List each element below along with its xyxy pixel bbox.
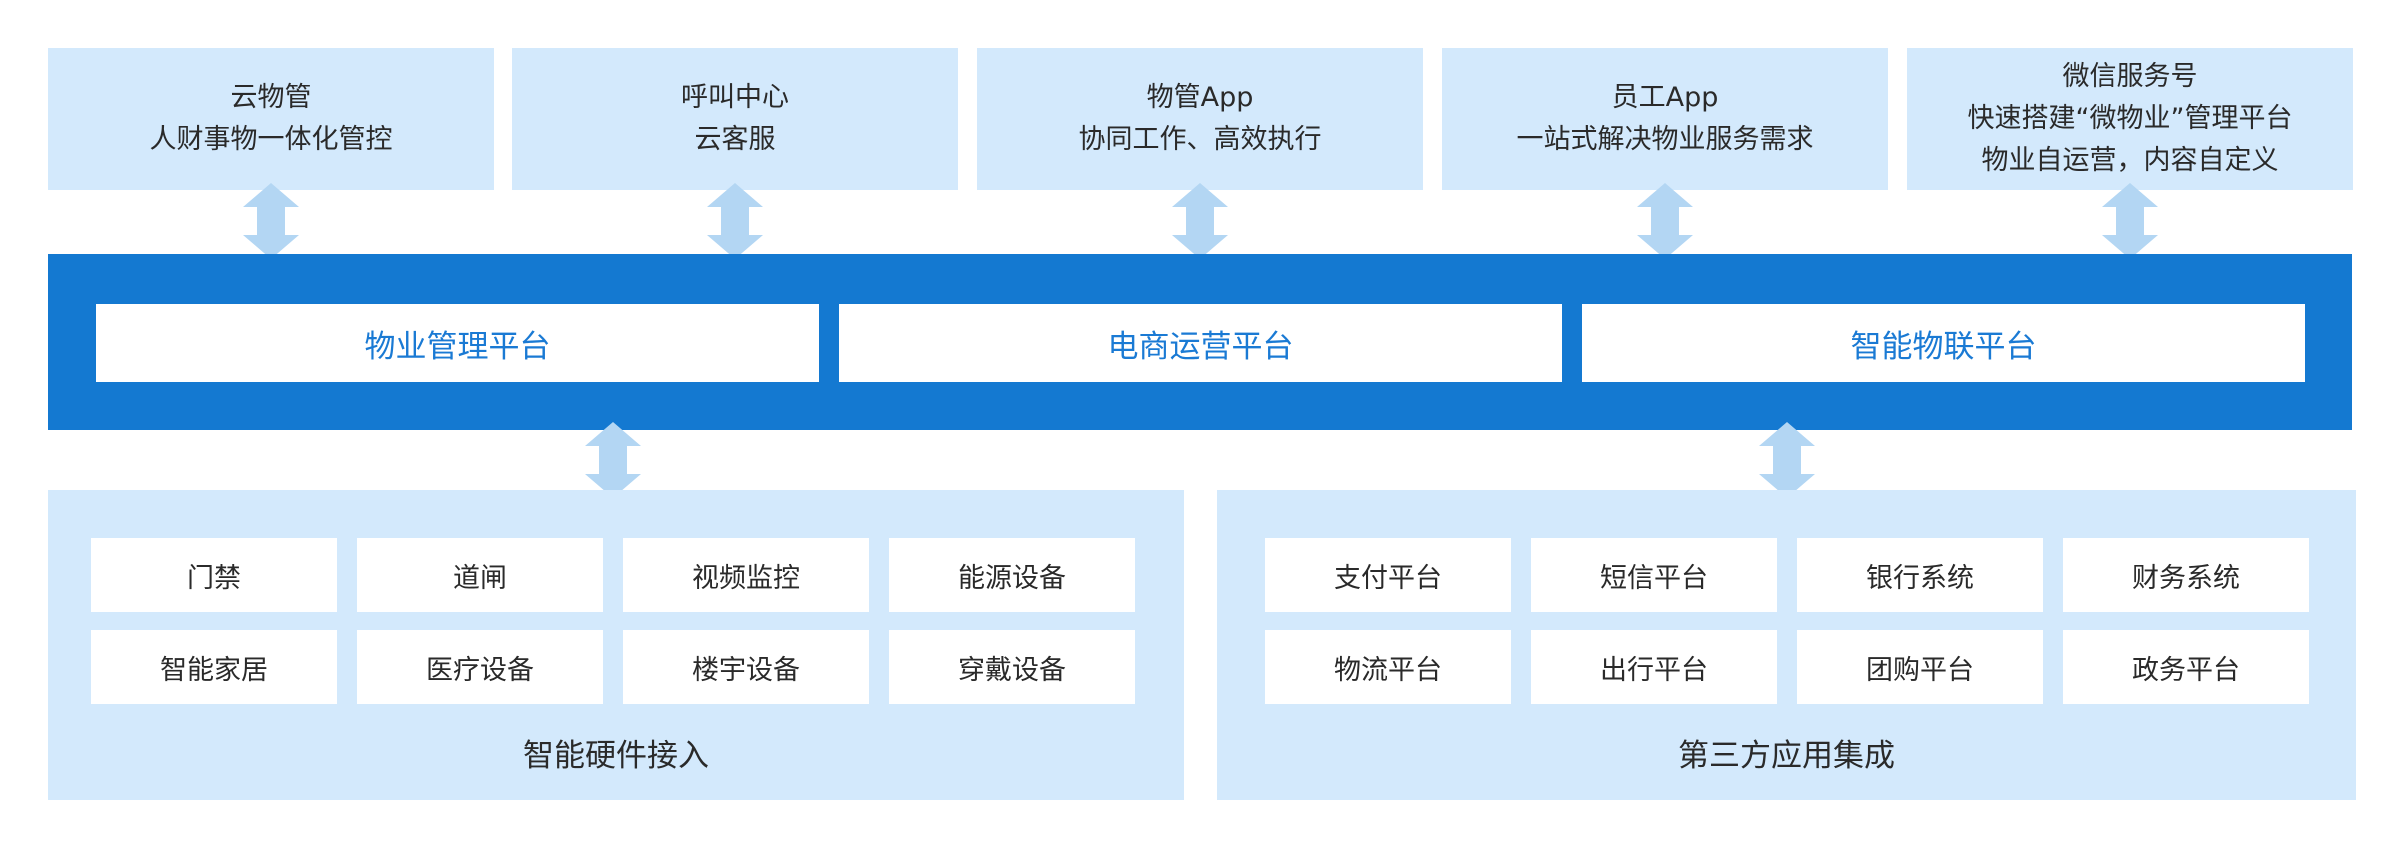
- third-party-item: 短信平台: [1531, 538, 1777, 612]
- hardware-item: 楼宇设备: [623, 630, 869, 704]
- third-party-item: 支付平台: [1265, 538, 1511, 612]
- hardware-item-label: 能源设备: [958, 562, 1066, 594]
- third-party-item: 财务系统: [2063, 538, 2309, 612]
- platform-smart-iot: 智能物联平台: [1582, 304, 2305, 382]
- top-box-title: 呼叫中心: [681, 82, 789, 113]
- hardware-item-label: 道闸: [453, 562, 507, 594]
- double-arrow-icon: [2102, 183, 2158, 259]
- third-party-item: 物流平台: [1265, 630, 1511, 704]
- top-box-title: 物管App: [1146, 82, 1254, 113]
- top-box-title: 员工App: [1611, 82, 1719, 113]
- top-box-subtitle-2: 物业自运营，内容自定义: [1981, 145, 2279, 176]
- hardware-item: 道闸: [357, 538, 603, 612]
- hardware-item-label: 智能家居: [160, 654, 268, 686]
- top-box-title: 微信服务号: [2062, 61, 2198, 92]
- top-box-staff-app: 员工App 一站式解决物业服务需求: [1442, 48, 1888, 190]
- double-arrow-icon: [1637, 183, 1693, 259]
- top-box-subtitle: 云客服: [694, 124, 776, 155]
- platform-band: 物业管理平台 电商运营平台 智能物联平台: [48, 254, 2352, 430]
- hardware-item-label: 门禁: [187, 562, 241, 594]
- double-arrow-icon: [707, 183, 763, 259]
- third-party-item-label: 物流平台: [1334, 654, 1442, 686]
- hardware-item: 医疗设备: [357, 630, 603, 704]
- hardware-item-label: 穿戴设备: [958, 654, 1066, 686]
- platform-label: 电商运营平台: [1107, 328, 1294, 365]
- third-party-item-label: 银行系统: [1866, 562, 1974, 594]
- top-box-subtitle: 协同工作、高效执行: [1078, 124, 1322, 155]
- platform-ecommerce-operations: 电商运营平台: [839, 304, 1562, 382]
- top-box-subtitle: 人财事物一体化管控: [149, 124, 393, 155]
- platform-label: 智能物联平台: [1850, 328, 2037, 365]
- hardware-item-label: 医疗设备: [426, 654, 534, 686]
- third-party-item-label: 团购平台: [1866, 654, 1974, 686]
- hardware-item: 视频监控: [623, 538, 869, 612]
- third-party-item-label: 短信平台: [1600, 562, 1708, 594]
- double-arrow-icon: [1759, 422, 1815, 498]
- third-party-item-label: 出行平台: [1600, 654, 1708, 686]
- hardware-panel-title: 智能硬件接入: [523, 738, 709, 774]
- third-party-item: 团购平台: [1797, 630, 2043, 704]
- third-party-integration-panel: 支付平台 短信平台 银行系统 财务系统 物流平台 出行平台 团购平台 政务平台 …: [1217, 490, 2356, 800]
- hardware-item: 穿戴设备: [889, 630, 1135, 704]
- top-box-subtitle: 快速搭建“微物业”管理平台: [1967, 103, 2293, 134]
- hardware-item-label: 视频监控: [692, 562, 800, 594]
- platform-property-management: 物业管理平台: [96, 304, 819, 382]
- top-box-subtitle: 一站式解决物业服务需求: [1516, 124, 1814, 155]
- hardware-item-label: 楼宇设备: [692, 654, 800, 686]
- third-party-panel-title: 第三方应用集成: [1678, 738, 1895, 774]
- top-box-title: 云物管: [230, 82, 312, 113]
- hardware-access-panel: 门禁 道闸 视频监控 能源设备 智能家居 医疗设备 楼宇设备 穿戴设备 智能硬件…: [48, 490, 1184, 800]
- third-party-item-label: 支付平台: [1334, 562, 1442, 594]
- third-party-item-label: 财务系统: [2132, 562, 2240, 594]
- third-party-item: 政务平台: [2063, 630, 2309, 704]
- top-box-property-app: 物管App 协同工作、高效执行: [977, 48, 1423, 190]
- hardware-item: 门禁: [91, 538, 337, 612]
- third-party-item: 出行平台: [1531, 630, 1777, 704]
- top-box-wechat-service: 微信服务号 快速搭建“微物业”管理平台 物业自运营，内容自定义: [1907, 48, 2353, 190]
- double-arrow-icon: [243, 183, 299, 259]
- top-box-cloud-property: 云物管 人财事物一体化管控: [48, 48, 494, 190]
- double-arrow-icon: [1172, 183, 1228, 259]
- third-party-item: 银行系统: [1797, 538, 2043, 612]
- double-arrow-icon: [585, 422, 641, 498]
- platform-label: 物业管理平台: [364, 328, 551, 365]
- top-box-call-center: 呼叫中心 云客服: [512, 48, 958, 190]
- hardware-item: 智能家居: [91, 630, 337, 704]
- hardware-item: 能源设备: [889, 538, 1135, 612]
- third-party-item-label: 政务平台: [2132, 654, 2240, 686]
